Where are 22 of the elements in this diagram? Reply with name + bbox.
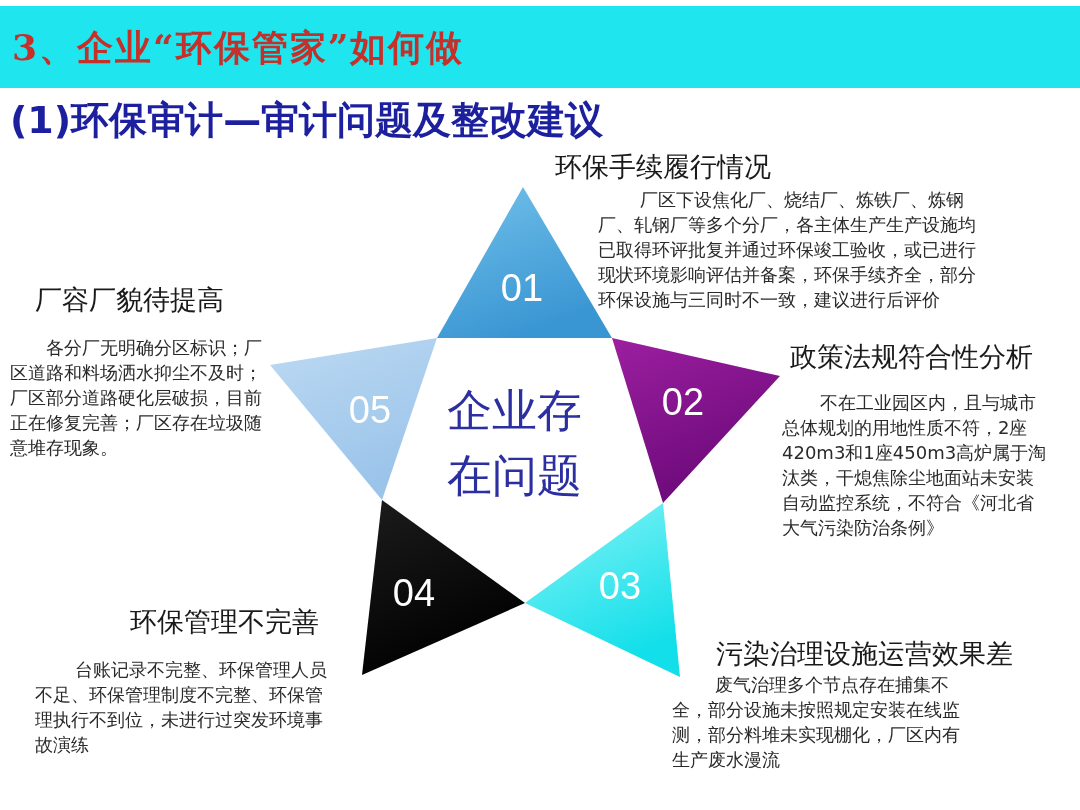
description-text: 厂区下设焦化厂、烧结厂、炼铁厂、炼钢厂、轧钢厂等多个分厂，各主体生产生产设施均已取得环评批复并通过环保竣工验收，或已进行现状环境影响评估并备案，环保手续齐全，部分环保设施与三同时不一致，建议进行后评价 [598,188,977,312]
point-number: 05 [348,391,392,429]
center-label: 企业存在问题 [447,378,588,508]
item-heading: 环保手续履行情况 [555,151,771,182]
star-triangle [612,338,780,503]
point-number: 01 [500,269,544,307]
description-text: 不在工业园区内，且与城市总体规划的用地性质不符，2座420m3和1座450m3高炉属于淘汰类，干熄焦除尘地面站未安装自动监控系统，不符合《河北省大气污染防治条例》 [782,391,1048,540]
item-heading: 污染治理设施运营效果差 [716,638,1013,669]
description-text: 台账记录不完整、环保管理人员不足、环保管理制度不完整、环保管理执行不到位，未进行过突发环境事故演练 [35,658,328,757]
description-text: 废气治理多个节点存在捕集不全，部分设施未按照规定安装在线监测，部分料堆未实现棚化，厂区内有生产废水漫流 [672,673,961,772]
point-number: 02 [661,383,705,421]
title-banner: 3、企业“环保管家”如何做 [0,6,1080,88]
description-text: 各分厂无明确分区标识；厂区道路和料场洒水抑尘不及时；厂区部分道路硬化层破损，目前正在修复完善；厂区存在垃圾随意堆存现象。 [10,336,263,460]
star-triangle [525,503,680,677]
item-heading: 厂容厂貌待提高 [35,284,224,315]
star-triangle [362,500,525,675]
item-heading: 政策法规符合性分析 [790,341,1033,372]
item-heading: 环保管理不完善 [130,606,319,637]
point-number: 03 [598,567,642,605]
section-subtitle: (1)环保审计—审计问题及整改建议 [10,97,604,143]
star-triangle [270,338,437,500]
point-number: 04 [392,574,436,612]
